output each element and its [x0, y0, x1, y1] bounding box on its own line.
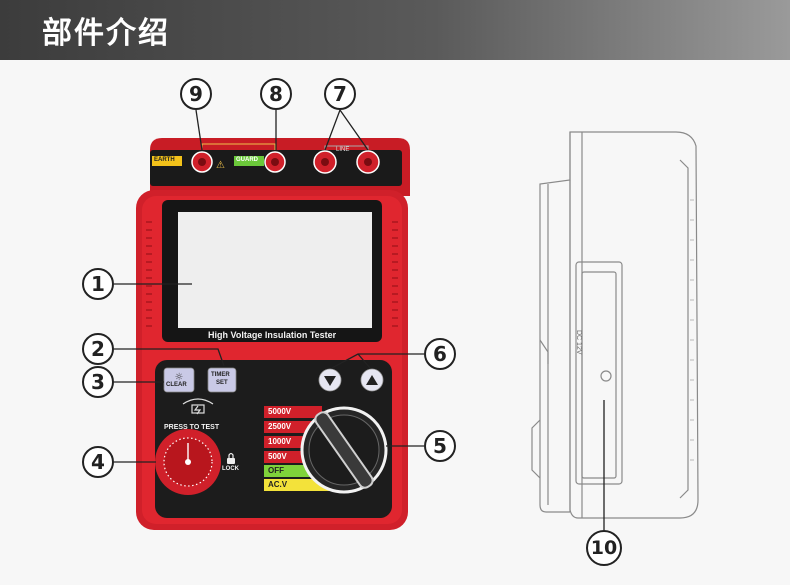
callout-9: 9: [180, 78, 212, 110]
high-voltage-icon: [182, 398, 214, 415]
guard-label-bg: [234, 156, 264, 166]
range-off: OFF: [268, 466, 284, 475]
callout-1: 1: [82, 268, 114, 300]
side-grips: [146, 221, 398, 327]
lock-label: LOCK: [222, 466, 239, 472]
side-dashes: [690, 199, 694, 461]
lock-icon: [227, 452, 235, 464]
earth-label: EARTH: [154, 157, 175, 163]
callout-7: 7: [324, 78, 356, 110]
leader-lines: [114, 109, 605, 530]
timer-button-label[interactable]: TIMER: [211, 372, 230, 378]
clear-button: [163, 367, 195, 393]
callout-4: 4: [82, 446, 114, 478]
header-bar: 部件介绍: [0, 0, 790, 60]
callout-8: 8: [260, 78, 292, 110]
range-acv: AC.V: [268, 480, 288, 489]
earth-label-bg: [152, 156, 182, 166]
page-title: 部件介绍: [42, 16, 170, 51]
lcd-screen: [178, 212, 372, 328]
timer-set-button: [207, 367, 237, 393]
rotary-selector-handle: [314, 411, 374, 489]
callout-3: 3: [82, 366, 114, 398]
clear-button-label[interactable]: CLEAR: [166, 382, 187, 388]
sun-icon: ☼: [175, 372, 184, 383]
line-bracket: [324, 145, 369, 150]
test-knob-hub: [185, 459, 191, 465]
range-5000v: 5000V: [268, 407, 292, 416]
range-1000v: 1000V: [268, 437, 292, 446]
line-label: LINE: [336, 147, 350, 153]
side-dc-label: DC 12V: [575, 330, 582, 355]
range-500v: 500V: [268, 452, 287, 461]
press-to-test-label: PRESS TO TEST: [164, 424, 220, 431]
callout-2: 2: [82, 333, 114, 365]
guard-label: GUARD: [236, 157, 258, 163]
callout-10: 10: [586, 530, 622, 566]
side-view: [531, 131, 699, 519]
range-2500v: 2500V: [268, 422, 292, 431]
up-arrow-icon: [366, 375, 378, 385]
down-arrow-icon: [324, 376, 336, 386]
warning-icon: ⚠: [216, 160, 225, 171]
panel-title: High Voltage Insulation Tester: [208, 330, 337, 340]
callout-6: 6: [424, 338, 456, 370]
callout-5: 5: [424, 430, 456, 462]
range-bg-5000: [264, 406, 322, 418]
dc-jack: [600, 370, 612, 382]
side-compartment: [575, 261, 623, 485]
set-button-label[interactable]: SET: [216, 380, 228, 386]
